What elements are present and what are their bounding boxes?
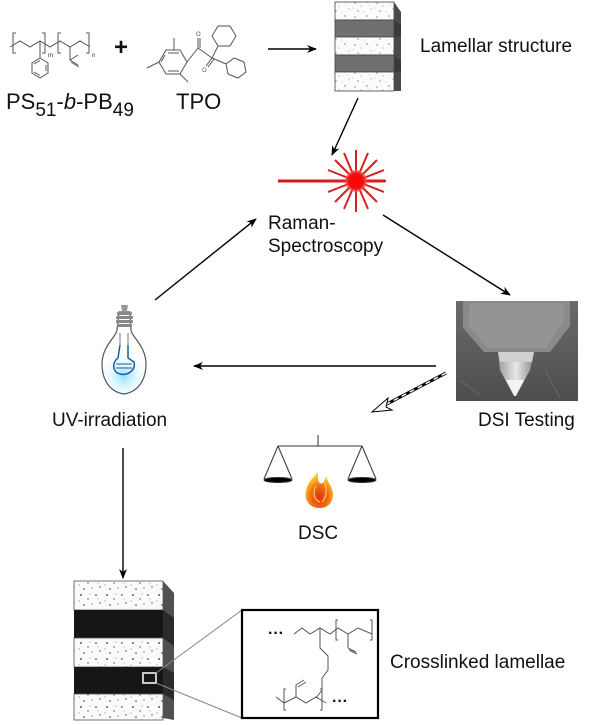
raman-spectroscopy-label: Raman- Spectroscopy [268, 212, 383, 258]
lamellar-structure-label: Lamellar structure [420, 36, 573, 57]
uv-lightbulb-icon [98, 305, 150, 397]
plus-sign: + [114, 34, 129, 61]
flame-icon [305, 472, 334, 509]
tpo-oxygen-2: O [202, 68, 207, 74]
tpo-label: TPO [176, 89, 222, 114]
crosslinked-lamellae-cube-icon [73, 580, 174, 721]
zoom-line-top [155, 609, 243, 674]
uv-irradiation-label: UV-irradiation [52, 410, 168, 431]
ps-b-pb-structure [9, 32, 91, 79]
dsi-testing-label: DSI Testing [478, 410, 575, 431]
crosslinked-chain-structure [275, 619, 373, 711]
crosslinked-lamellae-label: Crosslinked lamellae [390, 652, 566, 673]
raman-label-line2: Spectroscopy [268, 236, 384, 257]
tpo-structure [146, 25, 247, 83]
arrow-lamellar-to-raman [331, 97, 359, 156]
arrow-uv-to-raman [154, 218, 257, 301]
zoom-line-bottom [155, 682, 243, 719]
arrow-dsi-to-dsc [370, 371, 447, 413]
arrow-raman-to-dsi [382, 214, 511, 296]
dsc-balance-icon [263, 435, 377, 483]
dsi-indenter-image [456, 301, 578, 401]
raman-label-line1: Raman- [268, 213, 336, 234]
repeat-m-label: m [48, 53, 53, 59]
zoom-region-marker [142, 672, 157, 684]
laser-icon [278, 150, 386, 212]
copolymer-label: PS51-b-PB49 [6, 89, 134, 121]
repeat-n-label: n [92, 53, 95, 59]
chain-ellipsis-top: ··· [268, 625, 284, 642]
chain-ellipsis-bottom: ··· [332, 693, 348, 710]
lamellar-cube-icon [334, 1, 401, 92]
tpo-oxygen-1: O [196, 32, 201, 38]
dsc-label: DSC [298, 523, 339, 544]
crosslink-zoom-box [240, 608, 380, 720]
